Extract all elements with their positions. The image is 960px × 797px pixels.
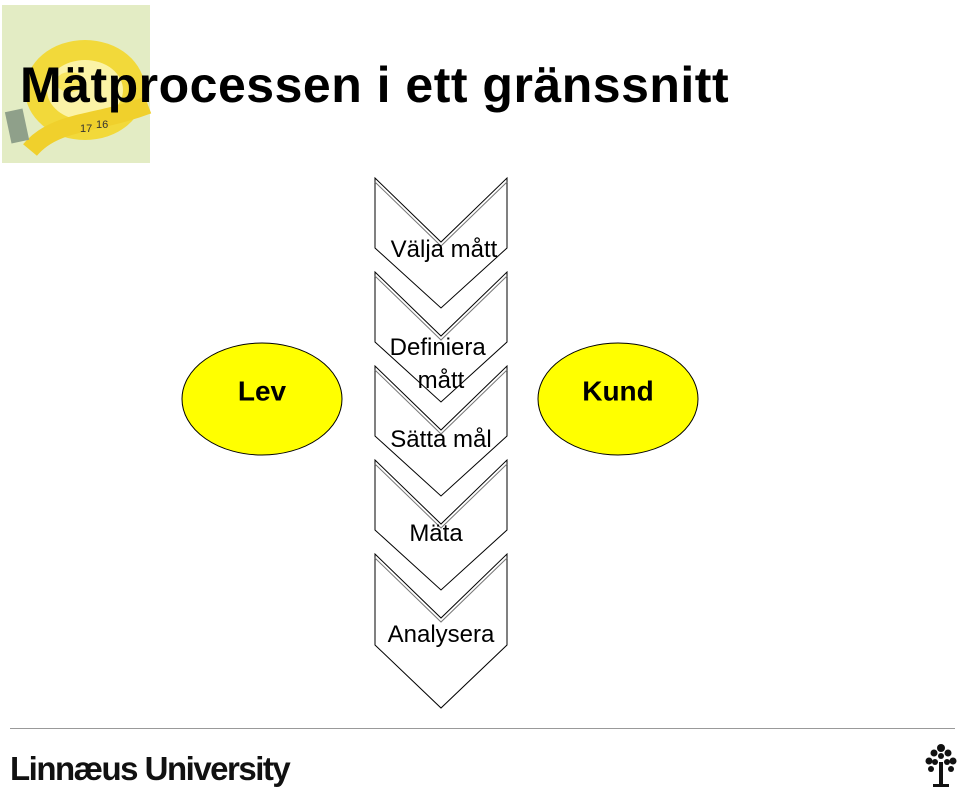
node-kund-label: Kund — [582, 375, 654, 406]
node-lev: Lev — [181, 342, 343, 456]
slide-title: Mätprocessen i ett gränssnitt — [20, 57, 730, 113]
step-1-label: Välja mått — [391, 236, 498, 263]
node-lev-label: Lev — [238, 375, 287, 406]
svg-text:17: 17 — [80, 123, 92, 135]
step-2-label: Definiera mått — [390, 334, 493, 394]
step-4-label: Mäta — [409, 520, 463, 547]
step-3-chevron: Sätta mål — [374, 364, 508, 497]
step-1-chevron: Välja mått — [374, 176, 508, 309]
university-wordmark: Linnæus University — [10, 750, 291, 787]
node-kund: Kund — [537, 342, 699, 456]
step-3-label: Sätta mål — [390, 426, 491, 453]
step-5-line-1: Analysera — [388, 621, 495, 648]
step-5-chevron: Analysera — [374, 552, 508, 709]
tree-logo-icon — [925, 744, 957, 787]
tape-measure-image: 16 17 — [2, 5, 152, 163]
step-2-chevron: Definiera mått — [374, 270, 508, 403]
step-4-chevron: Mäta — [374, 458, 508, 591]
svg-text:16: 16 — [96, 119, 108, 131]
step-2-line-2: mått — [418, 367, 465, 394]
step-3-line-1: Sätta mål — [390, 426, 491, 453]
step-5-label: Analysera — [388, 621, 495, 648]
step-2-line-1: Definiera — [390, 334, 487, 361]
footer-divider — [10, 728, 955, 729]
step-1-line-1: Välja mått — [391, 236, 498, 263]
step-4-line-1: Mäta — [409, 520, 463, 547]
